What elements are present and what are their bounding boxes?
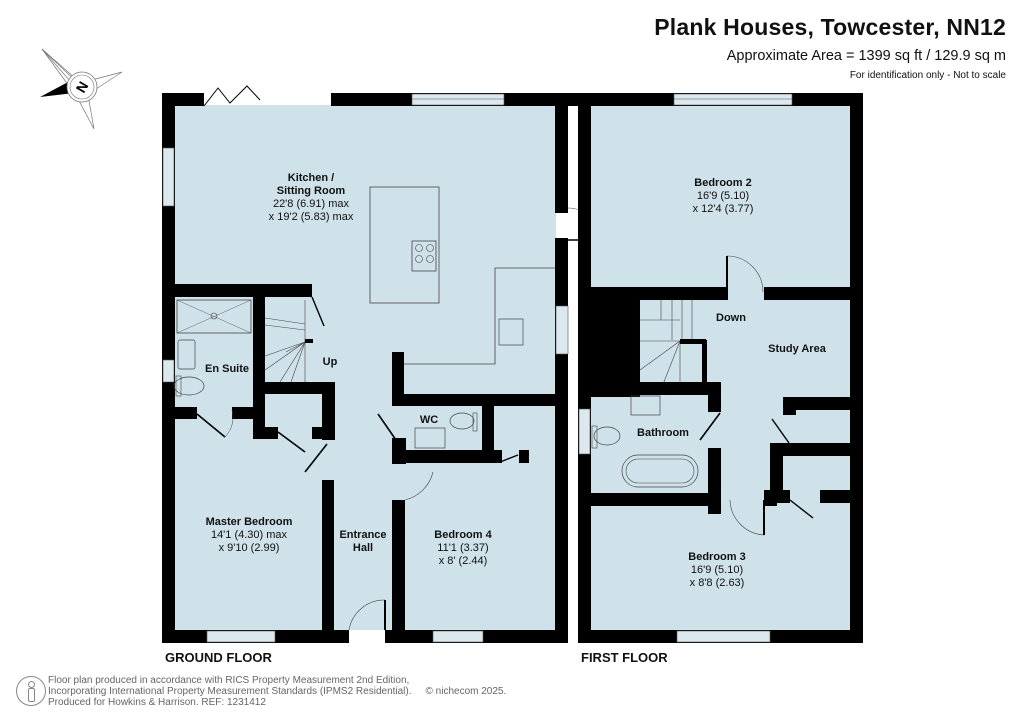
property-title: Plank Houses, Towcester, NN12 <box>654 14 1006 40</box>
room-label-bedroom-3: Bedroom 3 16'9 (5.10) x 8'8 (2.63) <box>688 551 746 589</box>
room-label-entrance-hall: Entrance Hall <box>339 529 387 554</box>
person-icon <box>16 676 46 706</box>
first-floor-plan <box>578 93 863 643</box>
first-floor-label: FIRST FLOOR <box>581 650 668 665</box>
footer-line-1: Floor plan produced in accordance with R… <box>48 675 410 686</box>
room-label-ensuite: En Suite <box>204 363 250 375</box>
footer-line-2: Incorporating International Property Mea… <box>48 686 412 697</box>
room-label-wc: WC <box>419 414 439 426</box>
copyright: © nichecom 2025. <box>425 686 507 697</box>
scale-note: For identification only - Not to scale <box>849 70 1006 81</box>
stairs-label-down: Down <box>716 312 746 324</box>
room-label-bedroom-4: Bedroom 4 11'1 (3.37) x 8' (2.44) <box>434 529 492 567</box>
room-label-study-area: Study Area <box>768 343 826 355</box>
room-label-bathroom: Bathroom <box>637 427 689 439</box>
ground-floor-plan <box>162 85 601 643</box>
compass-icon: N <box>40 48 123 130</box>
stairs-label-up: Up <box>322 356 338 368</box>
ground-floor-label: GROUND FLOOR <box>165 650 272 665</box>
footer-disclaimer: Floor plan produced in accordance with R… <box>48 675 506 708</box>
room-label-bedroom-2: Bedroom 2 16'9 (5.10) x 12'4 (3.77) <box>692 177 754 215</box>
room-label-master-bedroom: Master Bedroom 14'1 (4.30) max x 9'10 (2… <box>205 516 293 554</box>
approximate-area: Approximate Area = 1399 sq ft / 129.9 sq… <box>726 48 1006 64</box>
footer-line-3: Produced for Howkins & Harrison. REF: 12… <box>48 697 266 708</box>
room-label-kitchen: Kitchen / Sitting Room 22'8 (6.91) max x… <box>268 172 354 223</box>
